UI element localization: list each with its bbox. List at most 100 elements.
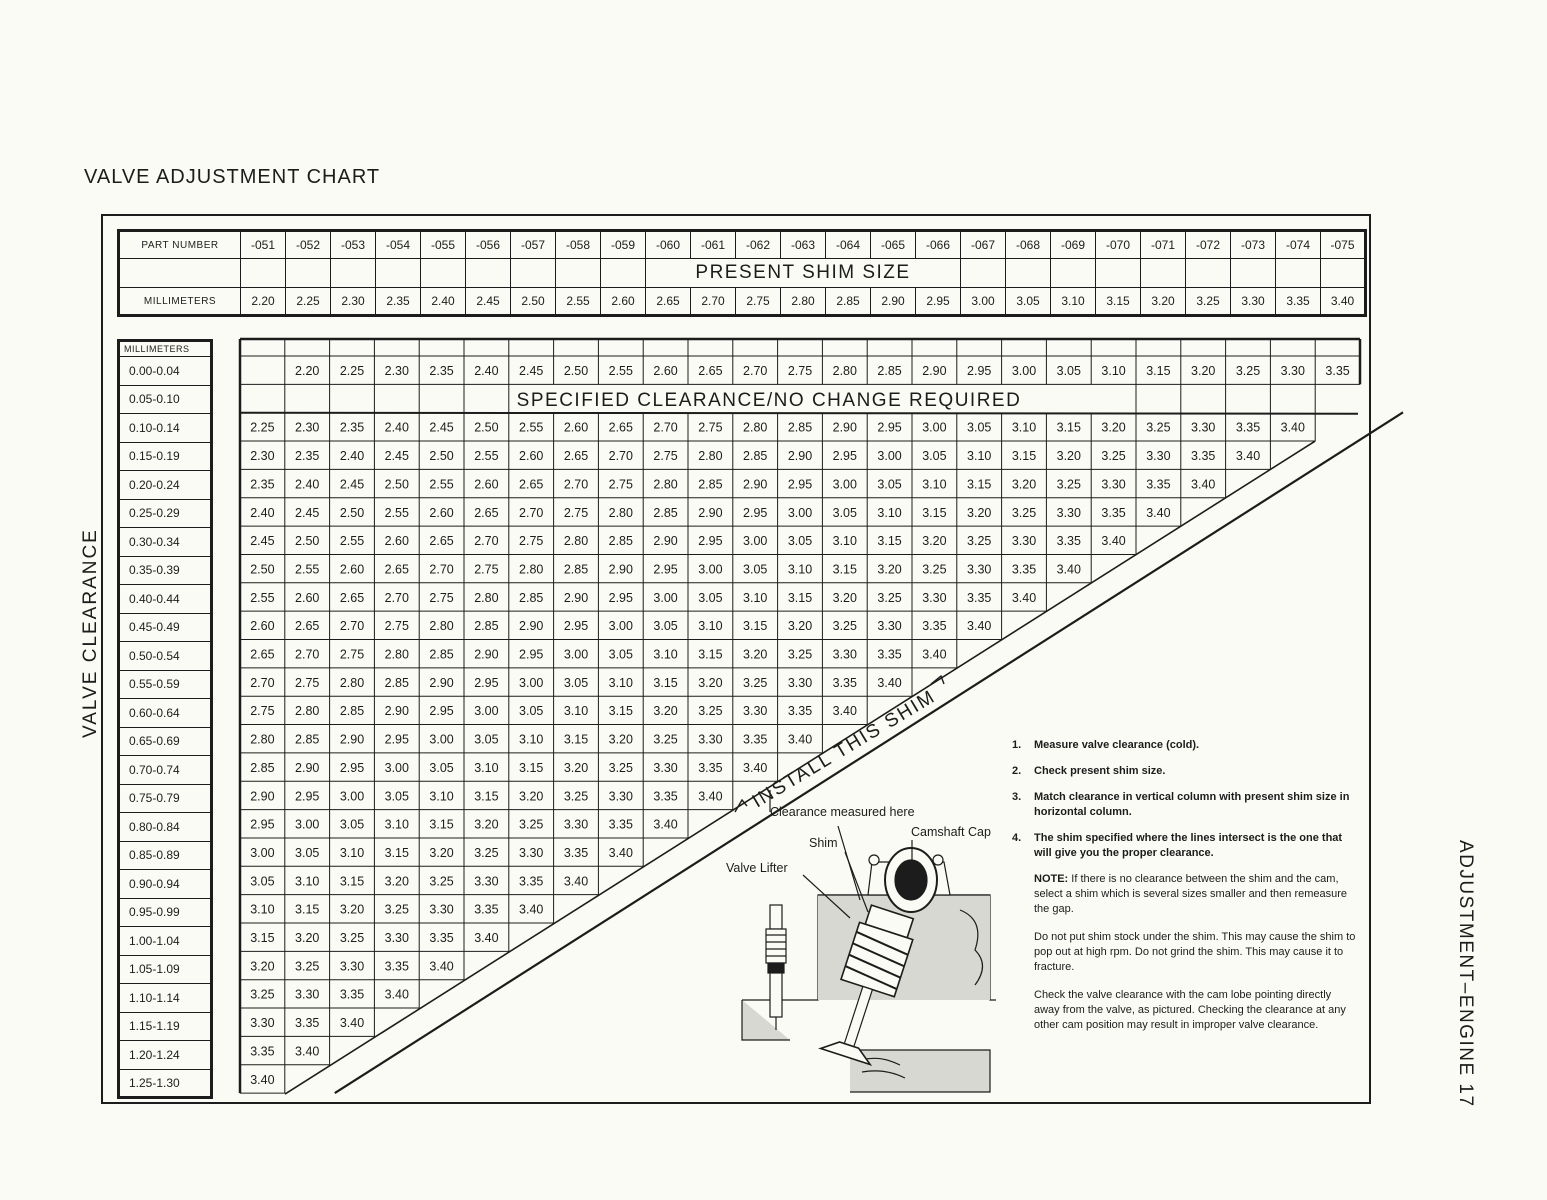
grid-value: 3.05 [250,874,274,888]
grid-value: 3.30 [698,733,722,747]
instruction-step-3: 3.Match clearance in vertical column wit… [1012,791,1350,818]
grid-value: 2.80 [833,364,857,378]
grid-value: 3.00 [295,818,319,832]
shim-size-cell: 3.20 [1140,287,1186,316]
grid-value: 3.15 [1057,421,1081,435]
grid-value: 2.90 [833,421,857,435]
grid-value: 2.85 [295,733,319,747]
grid-value: 2.90 [564,591,588,605]
grid-value: 3.20 [743,648,767,662]
grid-value: 3.20 [250,959,274,973]
clearance-range-cell: 1.00-1.04 [118,926,212,956]
grid-value: 2.95 [250,818,274,832]
grid-value: 2.85 [743,449,767,463]
grid-value: 3.05 [967,421,991,435]
grid-value: 3.35 [653,789,677,803]
grid-value: 2.90 [788,449,812,463]
clearance-range-cell: 0.60-0.64 [118,698,212,728]
grid-value: 3.20 [609,733,633,747]
grid-value: 3.10 [519,733,543,747]
grid-value: 3.20 [788,619,812,633]
grid-value: 3.15 [877,534,901,548]
grid-value: 3.20 [385,874,409,888]
grid-value: 2.75 [788,364,812,378]
shim-size-cell: 3.00 [960,287,1006,316]
grid-value: 2.85 [877,364,901,378]
grid-value: 3.35 [609,818,633,832]
grid-value: 3.30 [340,959,364,973]
install-arrows [734,674,945,813]
grid-value: 3.35 [1146,477,1170,491]
triangle-diagonal-inner [284,440,1316,1095]
grid-value: 3.40 [1281,421,1305,435]
grid-value: 3.30 [429,903,453,917]
grid-value: 3.40 [1012,591,1036,605]
grid-value: 2.80 [698,449,722,463]
grid-value: 2.65 [295,619,319,633]
clearance-range-cell: 0.50-0.54 [118,641,212,671]
shim-size-cell: 3.15 [1095,287,1141,316]
part-number-cell: -071 [1140,230,1186,259]
grid-value: 3.30 [877,619,901,633]
grid-value: 2.95 [743,506,767,520]
part-number-cell: -060 [645,230,691,259]
grid-value: 2.65 [564,449,588,463]
grid-value: 2.75 [385,619,409,633]
grid-value: 3.05 [1057,364,1081,378]
part-number-cell: -054 [375,230,421,259]
specified-clearance-banner: SPECIFIED CLEARANCE/NO CHANGE REQUIRED [517,390,1022,411]
grid-value: 2.25 [340,364,364,378]
grid-value: 2.40 [295,477,319,491]
grid-value: 3.30 [653,761,677,775]
engine-cross-section-diagram [741,790,996,1093]
grid-value: 2.85 [250,761,274,775]
grid-value: 3.10 [340,846,364,860]
grid-value: 2.30 [250,449,274,463]
grid-value: 2.55 [609,364,633,378]
grid-value: 3.40 [967,619,991,633]
grid-value: 3.00 [1012,364,1036,378]
grid-value: 3.25 [340,931,364,945]
grid-value: 3.20 [1101,421,1125,435]
grid-value: 2.75 [429,591,453,605]
grid-value: 3.35 [519,874,543,888]
clearance-range-cell: 0.70-0.74 [118,755,212,785]
grid-value: 2.90 [653,534,677,548]
grid-value: 3.40 [833,704,857,718]
grid-value: 2.95 [788,477,812,491]
blank-cell [1275,258,1321,288]
grid-value: 2.65 [340,591,364,605]
grid-value: 3.20 [474,818,498,832]
clearance-range-cell: 0.85-0.89 [118,840,212,870]
grid-value: 2.45 [519,364,543,378]
shim-size-cell: 2.45 [465,287,511,316]
valve-lifter-label: Valve Lifter [726,861,788,875]
grid-value: 3.30 [564,818,588,832]
blank-cell [420,258,466,288]
grid-value: 2.60 [385,534,409,548]
grid-value: 3.40 [743,761,767,775]
grid-value: 2.95 [609,591,633,605]
grid-value: 3.30 [922,591,946,605]
grid-value: 3.30 [295,988,319,1002]
grid-lines [238,337,1404,1095]
part-number-cell: -069 [1050,230,1096,259]
grid-value: 3.25 [653,733,677,747]
grid-value: 3.40 [698,789,722,803]
grid-value: 2.20 [295,364,319,378]
grid-value: 3.05 [519,704,543,718]
grid-value: 2.80 [653,477,677,491]
grid-value: 3.25 [519,818,543,832]
grid-value: 2.60 [519,449,543,463]
grid-value: 3.20 [1012,477,1036,491]
instruction-step-4: 4.The shim specified where the lines int… [1012,832,1343,859]
grid-value: 3.40 [877,676,901,690]
grid-value: 3.30 [474,874,498,888]
clearance-range-cell: 1.10-1.14 [118,983,212,1013]
grid-value: 2.40 [340,449,364,463]
grid-value: 3.05 [474,733,498,747]
grid-value: 3.00 [474,704,498,718]
grid-value: 3.35 [1325,364,1349,378]
millimeters-label: MILLIMETERS [118,287,241,316]
grid-value: 3.05 [564,676,588,690]
